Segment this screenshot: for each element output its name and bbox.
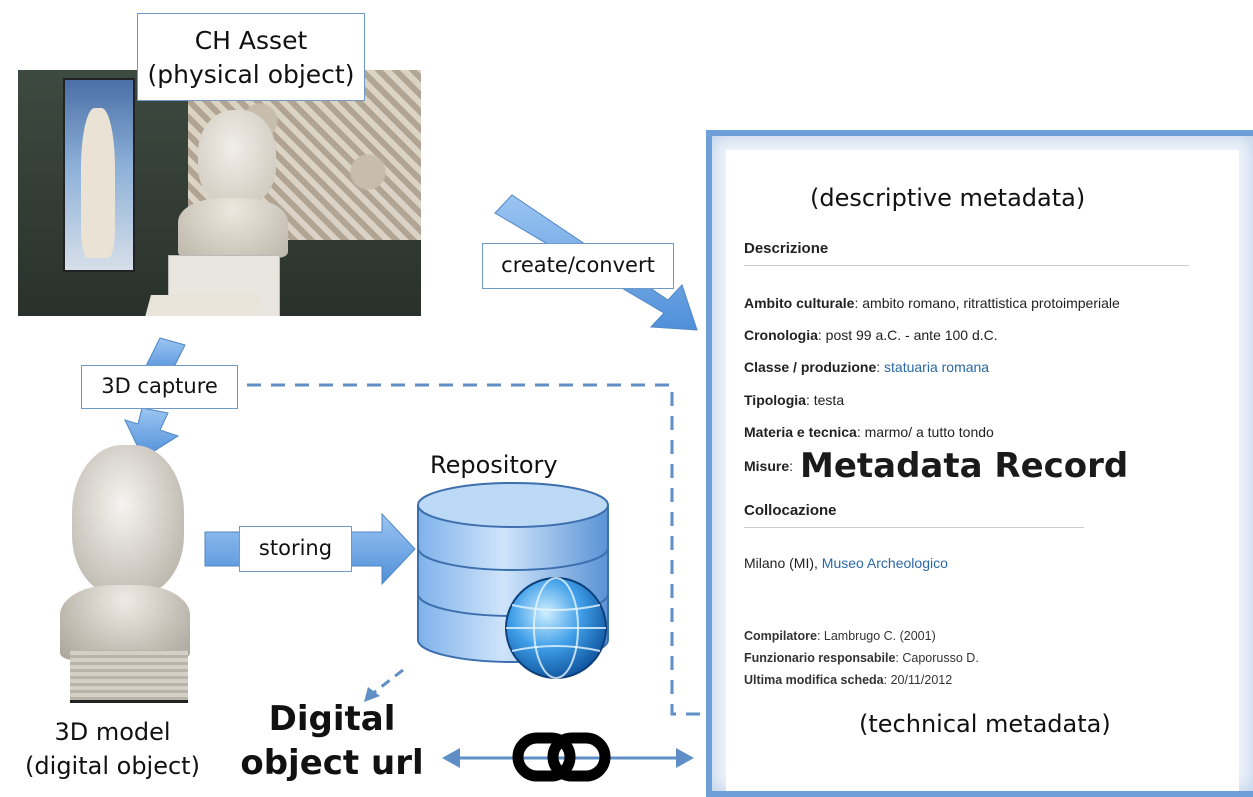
link-arrow-left-head (442, 748, 460, 768)
url-line1: Digital (268, 699, 396, 739)
create-convert-label: create/convert (482, 243, 674, 289)
field-tipologia: Tipologia: testa (744, 392, 845, 408)
url-line2: object url (240, 743, 424, 783)
hercules-poster (63, 78, 135, 272)
storing-label: storing (239, 526, 352, 572)
field-cronologia: Cronologia: post 99 a.C. - ante 100 d.C. (744, 327, 998, 343)
museum-photo (18, 70, 421, 316)
model-bust-head (72, 445, 184, 595)
museo-link[interactable]: Museo Archeologico (821, 555, 948, 571)
model-caption: 3D model (digital object) (0, 715, 225, 783)
photo-bust-head (198, 110, 276, 205)
globe-icon (505, 577, 607, 679)
technical-metadata-caption: (technical metadata) (859, 710, 1111, 738)
model-caption-line1: 3D model (54, 718, 171, 746)
descriptive-metadata-caption: (descriptive metadata) (810, 184, 1086, 212)
footer-ultima-modifica: Ultima modifica scheda: 20/11/2012 (744, 673, 953, 687)
digital-object-url: Digital object url (232, 697, 432, 785)
model-bust-chest (60, 585, 190, 660)
field-ambito: Ambito culturale: ambito romano, ritratt… (744, 295, 1120, 311)
metadata-record-title: Metadata Record (800, 446, 1129, 486)
repo-url-arrowhead (364, 687, 380, 702)
repository-label: Repository (430, 451, 558, 479)
collocazione-rule (744, 527, 1084, 528)
metadata-record: (descriptive metadata) Descrizione Ambit… (706, 130, 1253, 797)
link-arrow-right-head (676, 748, 694, 768)
field-misure: Misure: (744, 458, 794, 474)
model-bust-base (70, 650, 188, 703)
photo-info-plaque (145, 295, 261, 316)
record-paper: (descriptive metadata) Descrizione Ambit… (726, 150, 1239, 791)
capture-3d-label: 3D capture (81, 365, 238, 409)
photo-bust-chest (178, 198, 288, 258)
section-descrizione: Descrizione (744, 240, 829, 257)
field-materia: Materia e tecnica: marmo/ a tutto tondo (744, 424, 994, 440)
footer-compilatore: Compilatore: Lambrugo C. (2001) (744, 629, 936, 643)
field-classe: Classe / produzione: statuaria romana (744, 359, 990, 375)
footer-funzionario: Funzionario responsabile: Caporusso D. (744, 651, 979, 665)
ch-asset-title: CH Asset (194, 26, 308, 55)
repo-url-dashed (371, 668, 404, 696)
ch-asset-label: CH Asset (physical object) (137, 13, 365, 101)
chain-link-icon (512, 732, 611, 782)
ch-asset-subtitle: (physical object) (147, 60, 355, 89)
model-bust (60, 445, 200, 705)
descrizione-rule (744, 265, 1189, 266)
field-location: Milano (MI), Museo Archeologico (744, 555, 948, 571)
section-collocazione: Collocazione (744, 502, 837, 519)
model-caption-line2: (digital object) (25, 752, 200, 780)
poster-figure (81, 108, 115, 258)
classe-link[interactable]: statuaria romana (884, 359, 990, 375)
